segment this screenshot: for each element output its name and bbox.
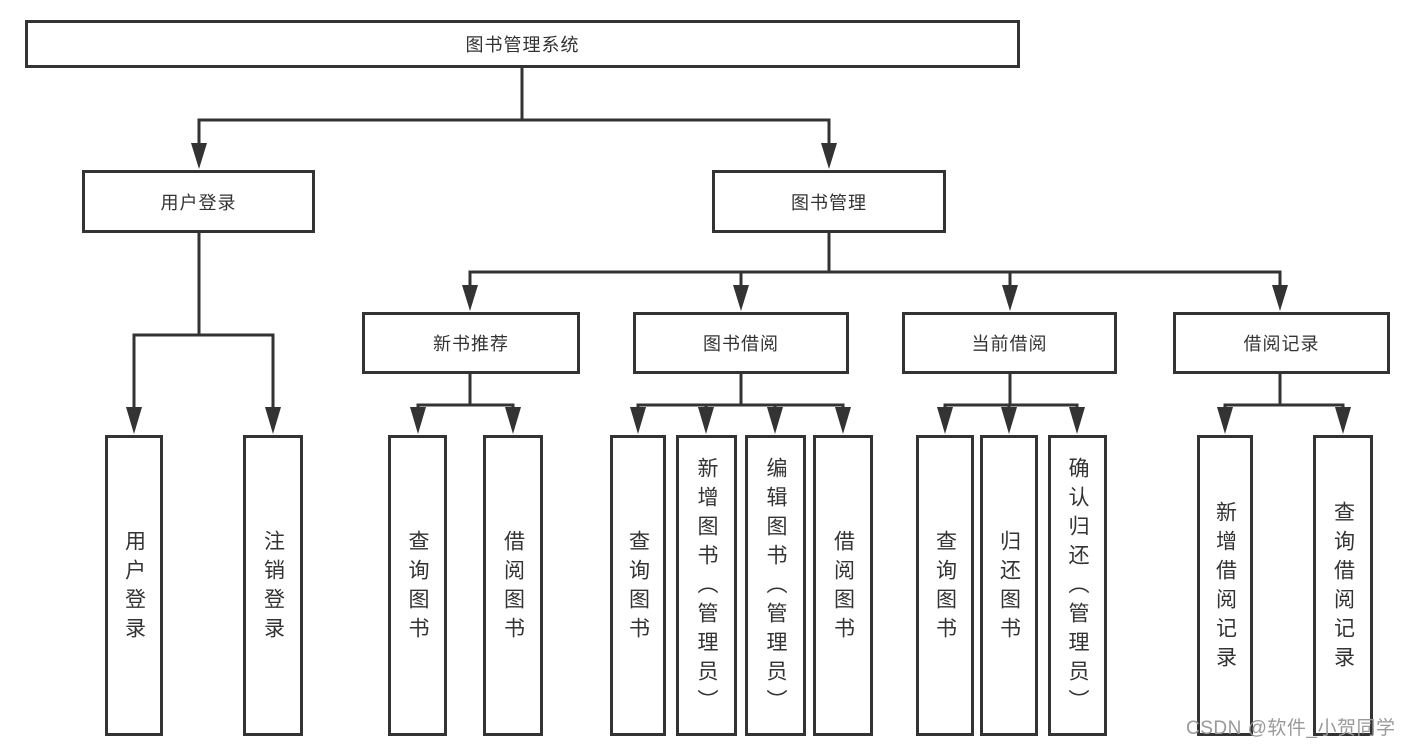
leaf-label: 用户登录 [122, 529, 146, 646]
node-label: 图书管理 [791, 192, 867, 213]
leaf-label: 归还图书 [997, 529, 1021, 646]
node-book-borrowing: 图书借阅 [633, 312, 849, 374]
node-label: 图书借阅 [703, 334, 779, 354]
leaf-label: 新增图书（管理员） [695, 457, 718, 718]
leaf-query-books-current: 查询图书 [916, 435, 974, 736]
leaf-label: 编辑图书（管理员） [764, 457, 787, 718]
leaf-query-books-recommendation: 查询图书 [388, 435, 447, 736]
node-label: 当前借阅 [971, 334, 1048, 354]
leaf-user-login: 用户登录 [105, 435, 163, 736]
leaf-borrow-books-recommendation: 借阅图书 [483, 435, 543, 736]
node-label: 借阅记录 [1243, 334, 1320, 354]
node-book-management: 图书管理 [712, 170, 946, 233]
leaf-query-books-borrowing: 查询图书 [610, 435, 666, 736]
leaf-label: 查询图书 [626, 529, 650, 646]
leaf-logout: 注销登录 [243, 435, 303, 736]
leaf-label: 新增借阅记录 [1213, 500, 1237, 675]
leaf-edit-books-admin: 编辑图书（管理员） [745, 435, 806, 736]
node-label: 新书推荐 [433, 334, 509, 354]
leaf-confirm-return-admin: 确认归还（管理员） [1048, 435, 1107, 736]
node-label: 用户登录 [160, 192, 237, 213]
leaf-label: 注销登录 [261, 529, 285, 646]
leaf-label: 借阅图书 [831, 529, 855, 646]
leaf-label: 借阅图书 [501, 529, 525, 646]
leaf-add-books-admin: 新增图书（管理员） [676, 435, 737, 736]
leaf-label: 确认归还（管理员） [1066, 457, 1089, 718]
node-system-root: 图书管理系统 [25, 20, 1020, 68]
leaf-label: 查询图书 [406, 529, 429, 646]
node-user-login: 用户登录 [82, 170, 315, 233]
leaf-add-borrow-record: 新增借阅记录 [1197, 435, 1253, 736]
leaf-label: 查询图书 [933, 529, 957, 646]
node-borrowing-records: 借阅记录 [1173, 312, 1390, 374]
node-current-borrowing: 当前借阅 [902, 312, 1117, 374]
node-new-book-recommendation: 新书推荐 [362, 312, 580, 374]
leaf-label: 查询借阅记录 [1331, 500, 1355, 675]
csdn-watermark: CSDN @软件_小贺同学 [1186, 718, 1396, 739]
leaf-query-borrow-record: 查询借阅记录 [1313, 435, 1373, 736]
node-label: 图书管理系统 [465, 35, 580, 55]
leaf-return-books: 归还图书 [980, 435, 1038, 736]
leaf-borrow-books: 借阅图书 [813, 435, 873, 736]
